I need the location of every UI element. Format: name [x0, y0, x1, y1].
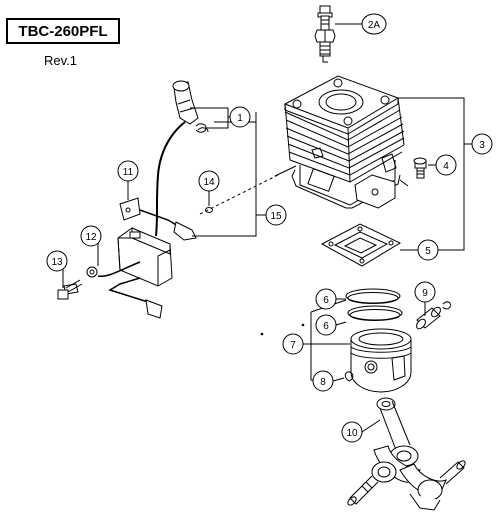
leader-lines — [62, 97, 472, 433]
callout-1: 1 — [229, 106, 251, 128]
svg-text:15: 15 — [270, 211, 282, 222]
svg-text:6: 6 — [323, 321, 329, 332]
svg-text:14: 14 — [203, 177, 215, 188]
svg-text:6: 6 — [323, 295, 329, 306]
callout-3: 3 — [471, 133, 493, 155]
washer — [205, 207, 213, 213]
model-number: TBC-260PFL — [6, 18, 120, 44]
screw — [57, 279, 83, 300]
callout-14: 14 — [198, 170, 220, 192]
svg-text:13: 13 — [51, 257, 63, 268]
svg-text:7: 7 — [290, 340, 296, 351]
callout-7: 7 — [282, 333, 304, 355]
svg-text:3: 3 — [479, 140, 485, 151]
callout-9: 9 — [414, 281, 436, 303]
svg-text:12: 12 — [85, 232, 97, 243]
svg-text:10: 10 — [346, 428, 358, 439]
piston — [350, 328, 412, 393]
callout-6-bottom: 6 — [315, 314, 337, 336]
muffler-gasket — [320, 223, 402, 267]
cylinder — [283, 75, 405, 209]
callout-2a: 2A — [361, 13, 387, 35]
spark-plug — [314, 5, 362, 63]
callout-12: 12 — [80, 225, 102, 247]
callout-13: 13 — [46, 250, 68, 272]
crankshaft — [347, 397, 466, 511]
svg-text:8: 8 — [320, 377, 326, 388]
revision-label: Rev.1 — [44, 53, 77, 68]
svg-text:9: 9 — [422, 288, 428, 299]
piston-ring — [345, 288, 403, 321]
callout-6-top: 6 — [315, 288, 337, 310]
ignition-coil — [86, 80, 209, 319]
callout-15: 15 — [265, 204, 287, 226]
callout-11: 11 — [117, 160, 139, 182]
circlip — [344, 371, 354, 382]
callout-10: 10 — [341, 421, 363, 443]
screw — [413, 157, 427, 179]
svg-text:11: 11 — [123, 167, 134, 178]
callout-4: 4 — [435, 154, 457, 176]
svg-text:1: 1 — [237, 113, 243, 124]
svg-text:5: 5 — [425, 246, 431, 257]
svg-text:2A: 2A — [368, 20, 381, 31]
svg-text:4: 4 — [443, 161, 449, 172]
callout-5: 5 — [417, 239, 439, 261]
callout-8: 8 — [312, 370, 334, 392]
